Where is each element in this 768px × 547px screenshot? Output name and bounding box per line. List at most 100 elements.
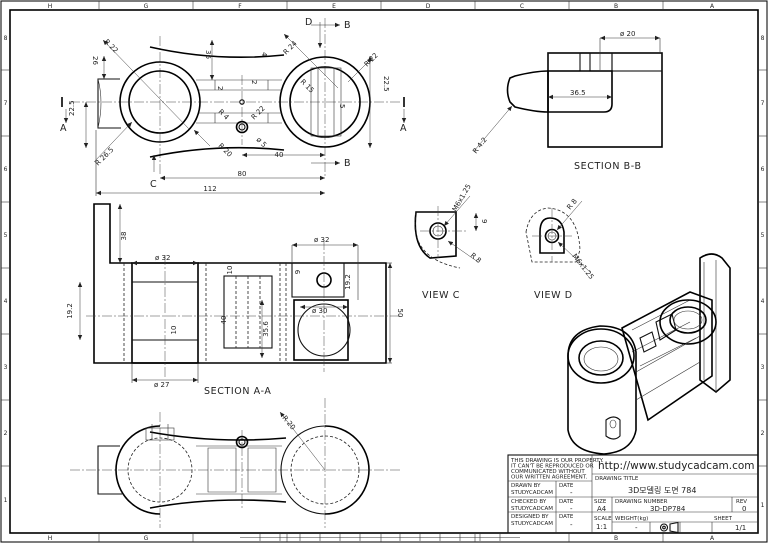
top-view: A A B B D C R 22 36 4 R 24 R 22 26 2 2 2… — [60, 17, 407, 196]
designed-date-label: DATE — [559, 514, 574, 520]
zone-bottom-a: A — [710, 535, 715, 542]
dim-r22-right: R 22 — [363, 51, 380, 68]
view-arrow-c: C — [150, 179, 157, 190]
dim-aa-10-top: 10 — [226, 266, 234, 275]
plane-label-a-right: A — [400, 123, 407, 134]
zone-right-8: 8 — [761, 35, 765, 42]
bottom-view: R 20 — [70, 398, 402, 528]
dim-c-r8: R 8 — [469, 251, 483, 265]
zone-left-8: 8 — [4, 35, 8, 42]
dim-bb-dia20: ø 20 — [620, 30, 635, 38]
dim-c-9: 9 — [480, 219, 488, 223]
designed-by-value: STUDYCADCAM — [511, 521, 553, 527]
zone-right-5: 5 — [761, 232, 765, 239]
dim-aa-dia30: ø 30 — [312, 307, 327, 315]
zone-top-h: H — [48, 3, 53, 10]
notice-line-3: COMMUNICATED WITHOUT — [511, 469, 585, 475]
section-bb-view: ø 20 36.5 R 4.2 SECTION B-B — [471, 30, 663, 172]
dim-aa-dia27: ø 27 — [154, 381, 169, 389]
zone-top-a: A — [710, 3, 715, 10]
size-value: A4 — [597, 505, 607, 513]
zone-right-4: 4 — [761, 298, 765, 305]
website-url: http://www.studycadcam.com — [598, 460, 755, 472]
dim-d-m6: M6x1.25 — [570, 252, 595, 281]
notice-line-2: IT CAN'T BE REPRODUCED OR — [511, 464, 594, 470]
drawn-date-value: - — [570, 489, 573, 497]
dim-aa-9: 9 — [294, 270, 302, 274]
zone-top-f: F — [238, 3, 242, 10]
dim-r24: R 24 — [282, 39, 299, 56]
dim-26: 26 — [91, 56, 99, 65]
zone-top-c: C — [520, 3, 524, 10]
drawing-number-value: 3D-DP784 — [650, 505, 686, 513]
zone-right-2: 2 — [761, 430, 765, 437]
dim-112: 112 — [203, 185, 216, 193]
dim-d-r8: R 8 — [565, 197, 579, 211]
weight-value: - — [635, 524, 638, 532]
dim-2-top: 2 — [250, 80, 258, 84]
view-c: M6x1.25 R 8 9 VIEW C — [414, 183, 488, 301]
zone-left-6: 6 — [4, 166, 8, 173]
dim-aa-19-2-right: 19.2 — [344, 274, 352, 290]
dim-80: 80 — [238, 170, 247, 178]
zone-left-3: 3 — [4, 364, 8, 371]
dim-dia5: ø 5 — [255, 136, 268, 149]
rev-value: 0 — [742, 505, 746, 513]
dim-r15: R 15 — [299, 78, 316, 95]
view-d: R 8 M6x1.25 VIEW D — [525, 197, 595, 301]
dim-aa-10-low: 10 — [170, 326, 178, 335]
zone-labels: H G F E D C B A H G B A 8 7 6 5 4 3 2 1 … — [4, 3, 765, 542]
view-arrow-d: D — [305, 17, 313, 28]
dim-aa-40: 40 — [220, 316, 228, 325]
zone-top-g: G — [144, 3, 149, 10]
zone-left-4: 4 — [4, 298, 8, 305]
section-aa-view: 38 ø 32 ø 32 10 9 19.2 19.2 ø 30 50 10 4… — [66, 203, 404, 397]
dim-aa-19-2-left: 19.2 — [66, 303, 74, 319]
zone-left-7: 7 — [4, 100, 8, 107]
dim-5: 5 — [338, 104, 346, 108]
checked-date-label: DATE — [559, 499, 574, 505]
view-c-title: VIEW C — [422, 290, 460, 301]
section-aa-title: SECTION A-A — [204, 386, 271, 397]
drawing-title: 3D모델링 도면 784 — [628, 485, 696, 495]
zone-right-6: 6 — [761, 166, 765, 173]
zone-top-e: E — [332, 3, 336, 10]
dim-22-5-right: 22.5 — [382, 76, 390, 92]
zone-right-3: 3 — [761, 364, 765, 371]
checked-by-label: CHECKED BY — [511, 499, 547, 505]
dim-r4: R 4 — [217, 108, 231, 122]
zone-top-d: D — [426, 3, 431, 10]
zone-left-1: 1 — [4, 497, 8, 504]
dim-aa-35-6: 35.6 — [262, 321, 270, 337]
plane-label-a-left: A — [60, 123, 67, 134]
drawing-number-label: DRAWING NUMBER — [615, 499, 668, 505]
dim-r22-left: R 22 — [103, 38, 120, 55]
dim-r20: R 20 — [217, 142, 234, 159]
weight-label: WEIGHT(kg) — [615, 516, 648, 522]
plane-label-b-bottom: B — [344, 158, 351, 169]
drawn-by-label: DRAWN BY — [511, 483, 541, 489]
dim-r26-5: R 26.5 — [94, 146, 116, 168]
checked-date-value: - — [570, 505, 573, 513]
designed-date-value: - — [570, 521, 573, 529]
isometric-view — [567, 253, 731, 455]
zone-bottom-b: B — [614, 535, 618, 542]
drawn-by-value: STUDYCADCAM — [511, 490, 553, 496]
zone-top-b: B — [614, 3, 618, 10]
dim-aa-38: 38 — [120, 232, 128, 241]
dim-40: 40 — [275, 151, 284, 159]
notice-line-1: THIS DRAWING IS OUR PROPERTY. — [510, 458, 604, 464]
zone-bottom-h: H — [48, 535, 53, 542]
plane-label-b-top: B — [344, 20, 351, 31]
rev-label: REV — [736, 499, 747, 505]
zone-right-1: 1 — [761, 502, 765, 509]
dim-4: 4 — [260, 52, 268, 57]
dim-2-left: 2 — [216, 86, 224, 90]
dim-aa-50: 50 — [396, 309, 404, 318]
dim-36: 36 — [204, 50, 212, 59]
section-bb-title: SECTION B-B — [574, 161, 642, 172]
designed-by-label: DESIGNED BY — [511, 514, 549, 520]
